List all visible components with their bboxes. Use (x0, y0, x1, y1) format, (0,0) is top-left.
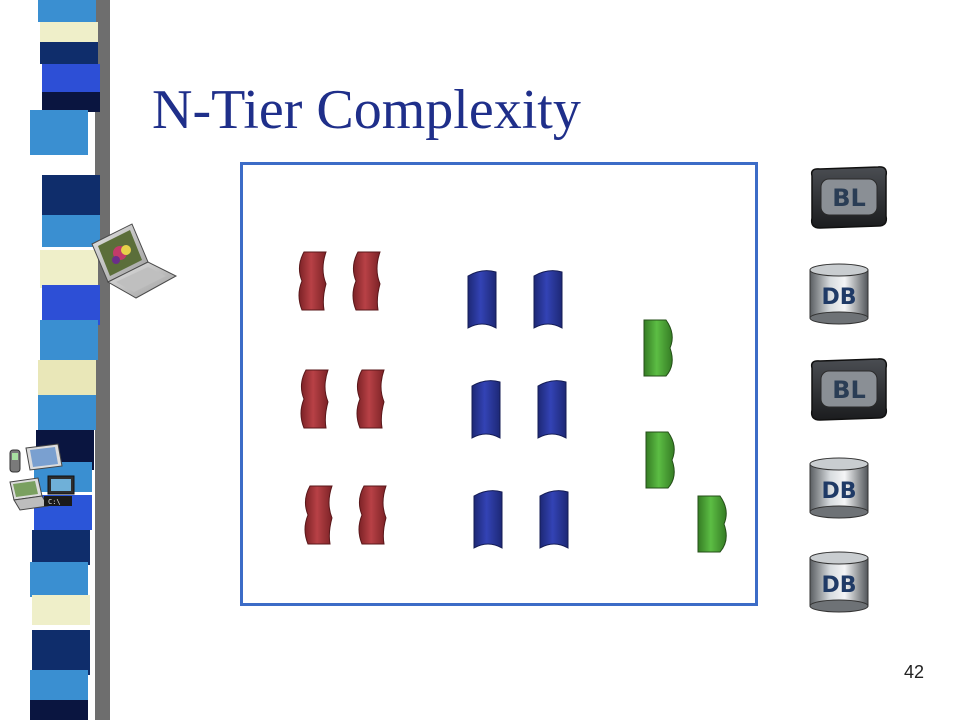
stripe-band (30, 700, 88, 720)
stripe-band (40, 250, 98, 288)
laptop-icon (91, 223, 178, 299)
stripe-band (32, 630, 90, 675)
client-devices-icon: C:\ (9, 443, 75, 511)
stripe-band (42, 175, 100, 220)
stripe-band (40, 320, 98, 360)
db-cylinder: DB (809, 263, 869, 325)
bl-badge-label: BL (832, 376, 866, 404)
red-component-block (300, 369, 329, 429)
blue-component-block (533, 270, 563, 329)
blue-component-block (473, 490, 503, 549)
red-component-block (356, 369, 385, 429)
db-cylinder-label: DB (821, 285, 856, 310)
red-component-block (304, 485, 333, 545)
green-component-block (645, 431, 675, 489)
stripe-band (30, 110, 88, 155)
green-component-block (697, 495, 727, 553)
db-cylinder: DB (809, 457, 869, 519)
stripe-band (30, 562, 88, 597)
bl-badge-label: BL (832, 184, 866, 212)
db-cylinder-label: DB (821, 479, 856, 504)
stripe-band (42, 64, 100, 92)
db-cylinder: DB (809, 551, 869, 613)
stripe-band (38, 395, 96, 430)
bl-badge: BL (810, 166, 888, 229)
red-component-block (352, 251, 381, 311)
stripe-band (40, 42, 98, 64)
red-component-block (298, 251, 327, 311)
complexity-frame (240, 162, 758, 606)
stripe-band (38, 0, 96, 22)
blue-component-block (539, 490, 569, 549)
blue-component-block (537, 380, 567, 439)
svg-text:C:\: C:\ (48, 498, 61, 506)
stripe-band (40, 22, 98, 42)
stripe-band (42, 92, 100, 112)
green-component-block (643, 319, 673, 377)
blue-component-block (471, 380, 501, 439)
tier-badges: BL DB BL DB DB (809, 166, 888, 613)
stripe-band (42, 285, 100, 325)
stripe-band (32, 595, 90, 625)
red-component-block (358, 485, 387, 545)
stripe-band (42, 215, 100, 247)
blue-component-block (467, 270, 497, 329)
stripe-band (32, 530, 90, 565)
slide-title: N-Tier Complexity (152, 79, 581, 141)
db-cylinder-label: DB (821, 573, 856, 598)
bl-badge: BL (810, 358, 888, 421)
slide-number: 42 (903, 662, 924, 682)
